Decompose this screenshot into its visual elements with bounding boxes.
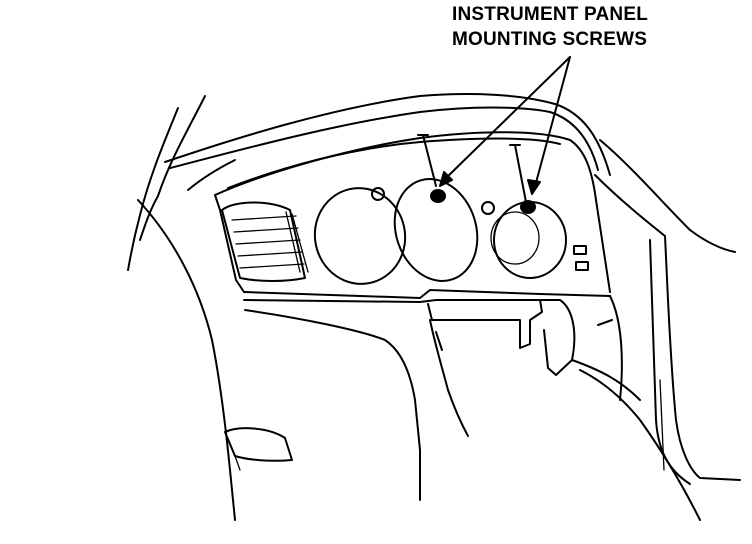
mounting-screw-left [417,134,446,203]
right-switches [573,245,613,326]
dash-top-cowl [164,93,611,191]
right-door-pillar [571,139,741,521]
left-air-vent [221,201,309,282]
windshield-pillar [127,95,206,271]
instrument-cluster-hood [214,131,611,299]
callout-label-line-2: MOUNTING SCREWS [452,29,648,50]
mounting-screw-right [509,144,536,214]
lower-dashboard [137,199,623,521]
callout-arrows [439,56,571,195]
callout-label-line-1: INSTRUMENT PANEL [452,4,649,25]
lower-glovebox [224,427,293,471]
